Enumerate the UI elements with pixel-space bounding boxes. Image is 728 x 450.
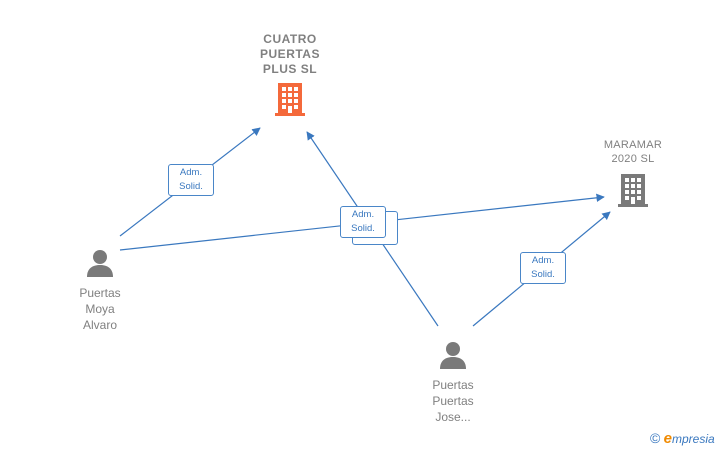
company-node-maramar[interactable]: MARAMAR 2020 SL (588, 138, 678, 213)
building-icon (275, 83, 305, 116)
person-icon (87, 250, 113, 277)
person-icon (440, 342, 466, 369)
person-name: Puertas Moya Alvaro (79, 286, 121, 332)
edge-label-jose-cuatro[interactable]: Adm. Solid. (340, 206, 386, 238)
company-name: MARAMAR 2020 SL (603, 139, 663, 165)
person-node-alvaro[interactable]: Puertas Moya Alvaro (60, 248, 140, 333)
company-node-cuatro-puertas[interactable]: CUATRO PUERTAS PLUS SL (240, 32, 340, 122)
edge-label-jose-maramar[interactable]: Adm. Solid. (520, 252, 566, 284)
company-name: CUATRO PUERTAS PLUS SL (260, 32, 320, 76)
person-node-jose[interactable]: Puertas Puertas Jose... (413, 340, 493, 425)
brand-footer: © empresia (650, 430, 715, 447)
building-icon (618, 174, 648, 207)
edge-label-alvaro-cuatro[interactable]: Adm. Solid. (168, 164, 214, 196)
person-name: Puertas Puertas Jose... (432, 378, 474, 424)
brand-logo-initial: e (663, 430, 673, 447)
copyright-icon: © (650, 430, 661, 446)
brand-logo-text: mpresia (672, 432, 715, 446)
